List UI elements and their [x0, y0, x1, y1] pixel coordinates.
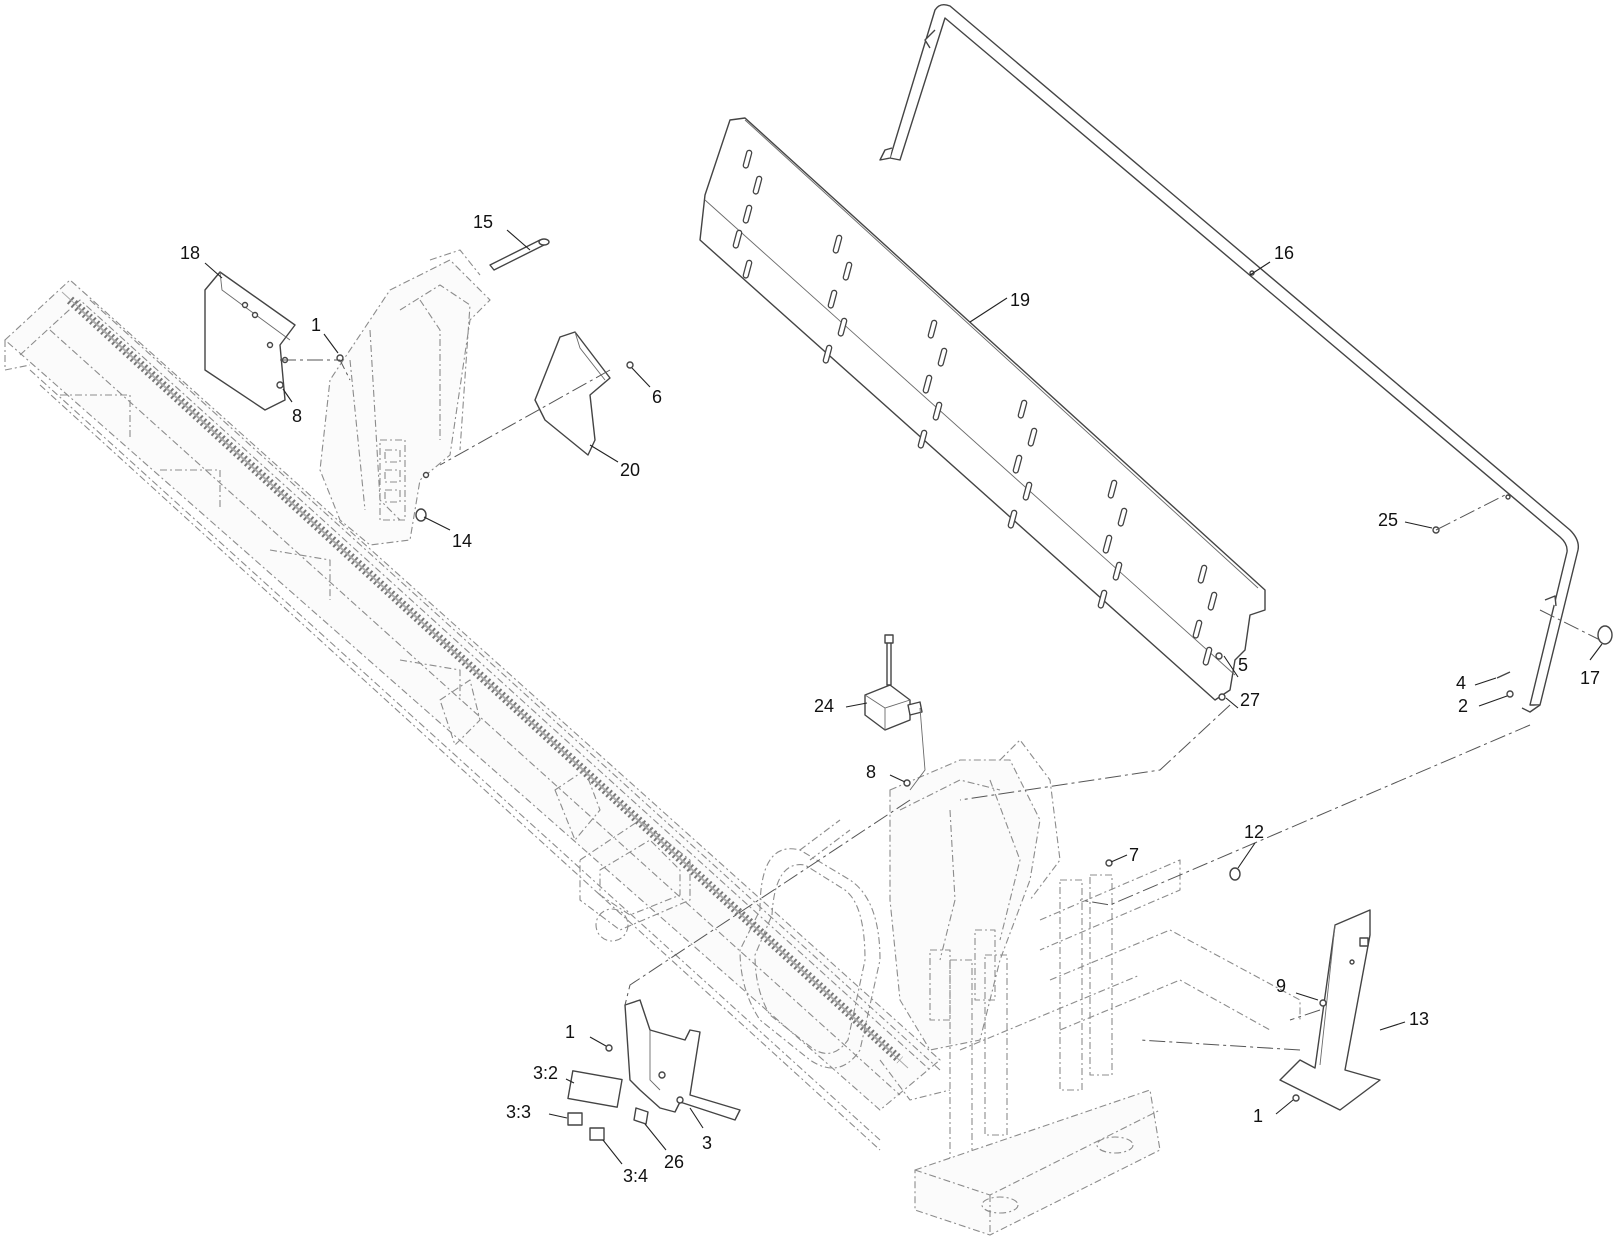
- callout-label: 8: [866, 762, 876, 782]
- callout-3-3: 3:3: [506, 1102, 568, 1122]
- callout-1-a: 1: [311, 315, 339, 354]
- callout-4: 4: [1456, 673, 1497, 693]
- callout-label: 8: [292, 406, 302, 426]
- callout-18: 18: [180, 243, 223, 279]
- callout-25: 25: [1378, 510, 1433, 530]
- rail-assembly-ghost: [4, 279, 941, 1151]
- callouts: 15 18 1 8 6 20 14 16 19 25 17 4 2 5 27 2…: [180, 212, 1603, 1186]
- callout-label: 1: [1253, 1106, 1263, 1126]
- callout-27: 27: [1225, 690, 1260, 710]
- callout-9: 9: [1276, 976, 1319, 1001]
- callout-label: 13: [1409, 1009, 1429, 1029]
- callout-8-a: 8: [282, 388, 302, 426]
- pin-part-15: [489, 238, 550, 271]
- callout-label: 16: [1274, 243, 1294, 263]
- bracket-part-18: [204, 271, 296, 411]
- callout-label: 25: [1378, 510, 1398, 530]
- callout-label: 3:2: [533, 1063, 558, 1083]
- callout-label: 3: [702, 1133, 712, 1153]
- callout-label: 5: [1238, 655, 1248, 675]
- box-part-24: [864, 634, 926, 791]
- callout-label: 2: [1458, 696, 1468, 716]
- panel-part-19: [699, 117, 1266, 701]
- panel-slots: [732, 149, 1218, 666]
- callout-19: 19: [969, 290, 1030, 323]
- callout-label: 3:4: [623, 1166, 648, 1186]
- callout-14: 14: [423, 516, 472, 551]
- callout-6: 6: [631, 367, 662, 407]
- callout-8-b: 8: [866, 762, 906, 783]
- callout-3-4: 3:4: [602, 1139, 648, 1186]
- callout-label: 1: [311, 315, 321, 335]
- callout-label: 1: [565, 1022, 575, 1042]
- callout-3: 3: [689, 1107, 712, 1153]
- callout-13: 13: [1379, 1009, 1429, 1031]
- callout-label: 26: [664, 1152, 684, 1172]
- callout-label: 24: [814, 696, 834, 716]
- carriage-upper-ghost: [319, 249, 491, 546]
- guard-part-20: [534, 331, 611, 456]
- callout-label: 15: [473, 212, 493, 232]
- callout-label: 18: [180, 243, 200, 263]
- bracket-assembly-part-3: [567, 999, 741, 1141]
- hardware: [276, 354, 1613, 1102]
- rod-part-16: [879, 3, 1580, 713]
- callout-16: 16: [1249, 243, 1294, 276]
- callout-label: 14: [452, 531, 472, 551]
- callout-15: 15: [473, 212, 531, 251]
- callout-label: 17: [1580, 668, 1600, 688]
- bracket-part-13: [1279, 909, 1381, 1111]
- callout-26: 26: [644, 1123, 684, 1172]
- callout-label: 3:3: [506, 1102, 531, 1122]
- callout-label: 6: [652, 387, 662, 407]
- callout-20: 20: [589, 444, 640, 480]
- callout-label: 12: [1244, 822, 1264, 842]
- callout-24: 24: [814, 696, 868, 716]
- callout-17: 17: [1580, 643, 1603, 688]
- callout-1-c: 1: [1253, 1099, 1294, 1126]
- callout-12: 12: [1237, 822, 1264, 869]
- callout-label: 27: [1240, 690, 1260, 710]
- callout-2: 2: [1458, 695, 1508, 716]
- callout-3-2: 3:2: [533, 1063, 575, 1084]
- callout-7: 7: [1110, 845, 1139, 865]
- callout-label: 19: [1010, 290, 1030, 310]
- callout-1-b: 1: [565, 1022, 607, 1047]
- callout-label: 20: [620, 460, 640, 480]
- callout-label: 7: [1129, 845, 1139, 865]
- alignment-lines: [280, 359, 1601, 1051]
- callout-5: 5: [1223, 655, 1248, 678]
- callout-label: 9: [1276, 976, 1286, 996]
- callout-label: 4: [1456, 673, 1466, 693]
